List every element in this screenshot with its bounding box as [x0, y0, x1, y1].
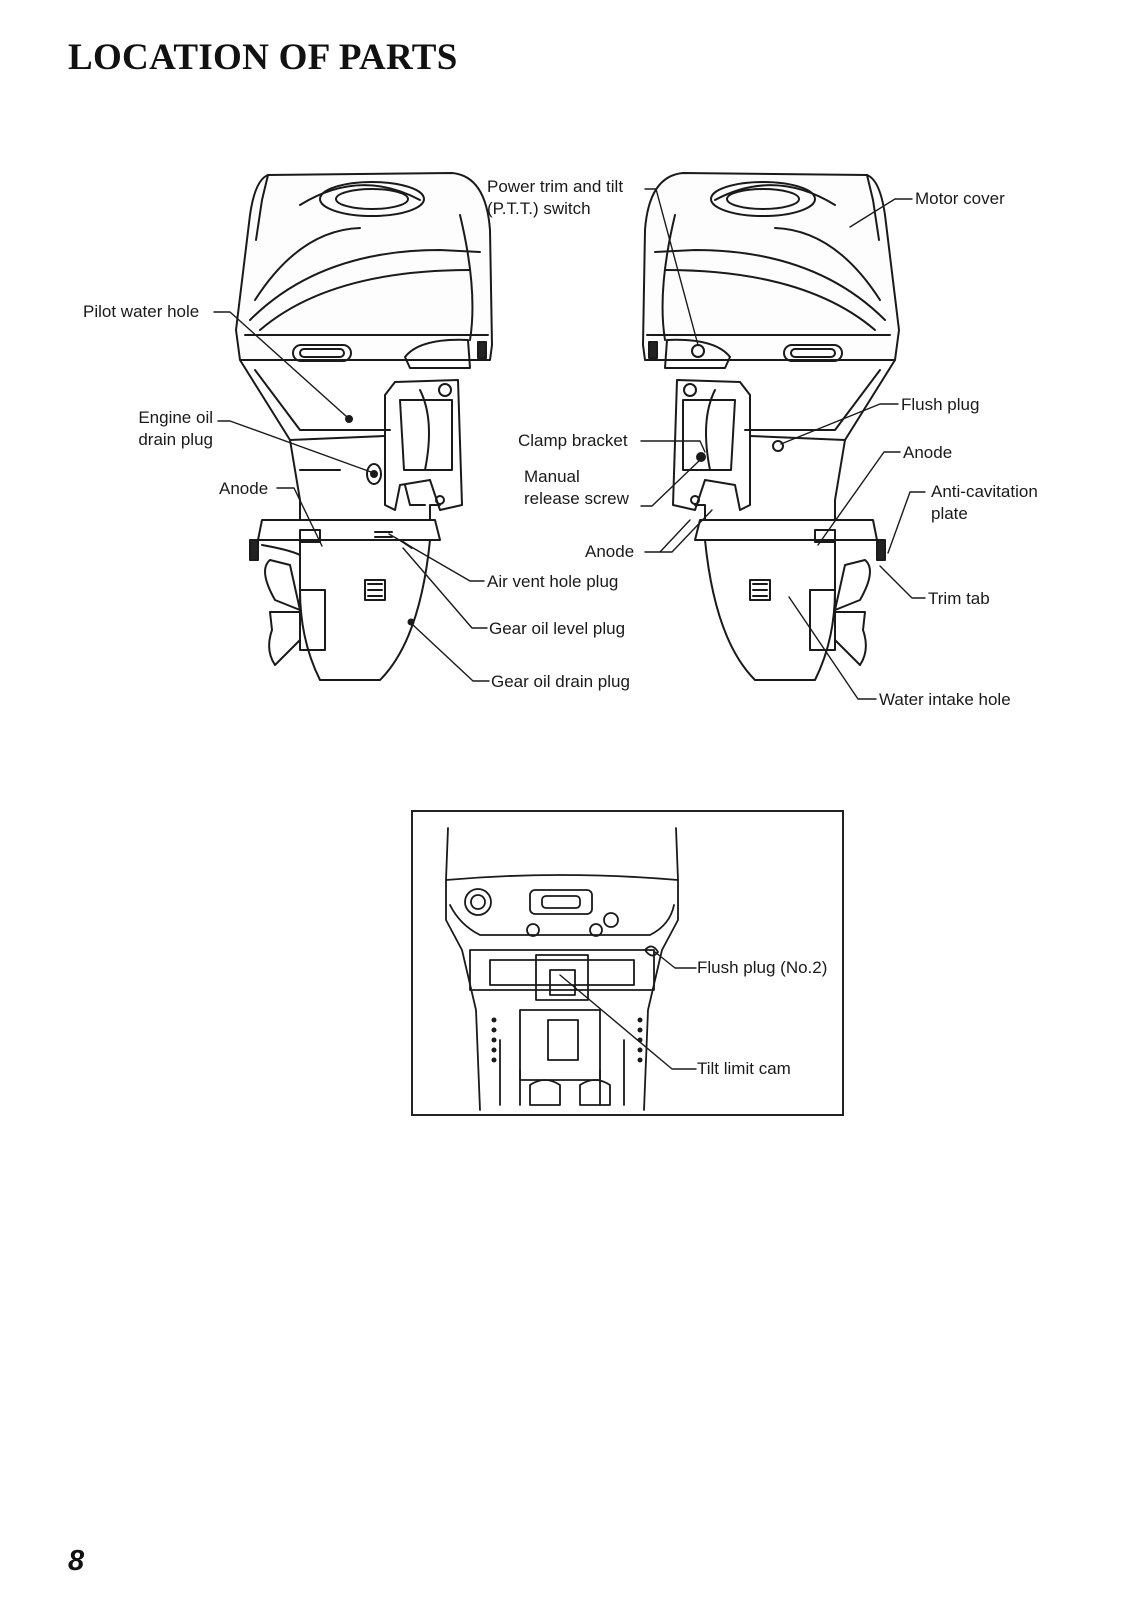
label-gear-oil-level-plug: Gear oil level plug	[489, 619, 626, 638]
label-trim-tab: Trim tab	[928, 589, 990, 608]
left-motor-drawing	[235, 172, 493, 681]
label-engine-oil-drain-plug-line2: drain plug	[138, 430, 213, 449]
label-clamp-bracket: Clamp bracket	[518, 431, 628, 450]
label-ptt-switch-line1: Power trim and tilt	[487, 177, 624, 196]
label-manual-release-screw: Manual release screw	[524, 466, 629, 510]
label-motor-cover: Motor cover	[915, 189, 1005, 208]
page-number: 8	[68, 1545, 85, 1577]
label-manual-release-screw-line1: Manual	[524, 467, 580, 486]
inset-frame	[411, 810, 844, 1116]
label-flush-plug: Flush plug	[901, 395, 980, 414]
label-pilot-water-hole: Pilot water hole	[83, 302, 200, 321]
label-anti-cavitation-plate-line1: Anti-cavitation	[931, 482, 1038, 501]
label-engine-oil-drain-plug: Engine oil drain plug	[110, 407, 213, 451]
label-anti-cavitation-plate-line2: plate	[931, 504, 968, 523]
label-anode-center: Anode	[585, 542, 635, 561]
label-gear-oil-drain-plug: Gear oil drain plug	[491, 672, 630, 691]
right-motor-drawing	[642, 172, 900, 681]
label-water-intake-hole: Water intake hole	[879, 690, 1011, 709]
label-flush-plug-no2: Flush plug (No.2)	[697, 958, 828, 977]
label-tilt-limit-cam: Tilt limit cam	[697, 1059, 791, 1078]
label-air-vent-hole-plug: Air vent hole plug	[487, 572, 619, 591]
label-manual-release-screw-line2: release screw	[524, 489, 629, 508]
inset-leader-lines	[559, 951, 697, 1070]
label-anode-right: Anode	[903, 443, 953, 462]
flush-plug-icon	[772, 440, 784, 452]
label-engine-oil-drain-plug-line1: Engine oil	[138, 408, 213, 427]
label-ptt-switch: Power trim and tilt (P.T.T.) switch	[487, 176, 623, 220]
label-ptt-switch-line2: (P.T.T.) switch	[487, 199, 591, 218]
label-anti-cavitation-plate: Anti-cavitation plate	[931, 481, 1038, 525]
label-anode-left: Anode	[219, 479, 269, 498]
page-title: LOCATION OF PARTS	[68, 37, 458, 78]
leader-lines	[213, 188, 926, 700]
